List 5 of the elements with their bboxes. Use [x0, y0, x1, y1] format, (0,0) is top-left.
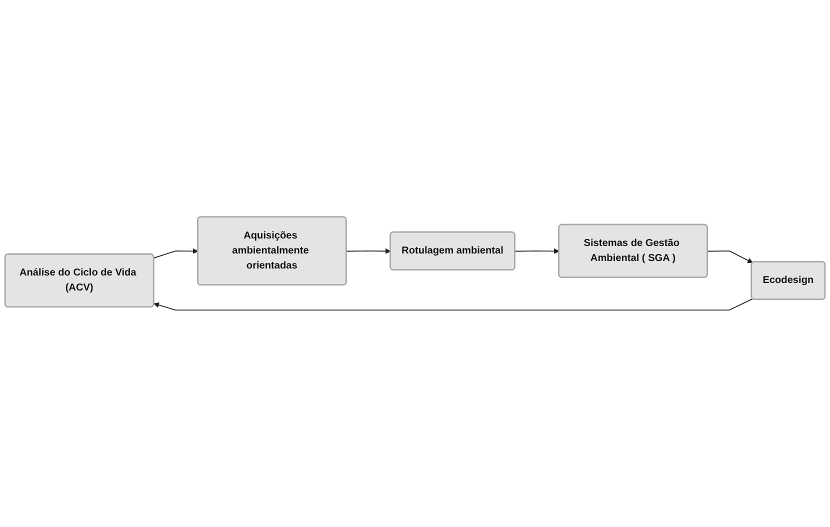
arrow: [153, 248, 198, 258]
arrow: [154, 298, 754, 311]
arrow: [707, 250, 753, 264]
arrow: [346, 248, 391, 254]
arrow: [514, 248, 560, 254]
